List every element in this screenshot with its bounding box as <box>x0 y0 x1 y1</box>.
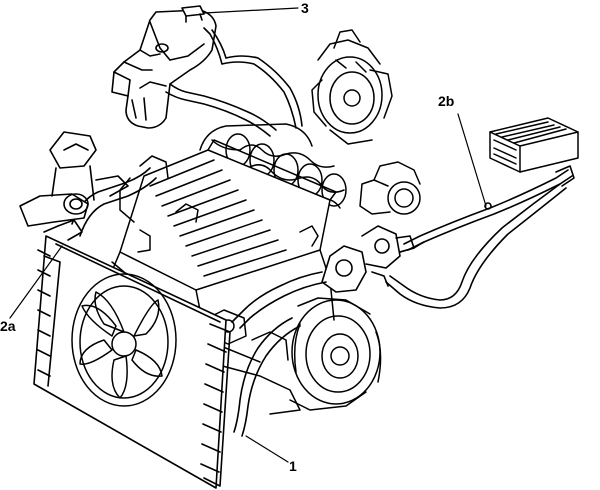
radiator-fan <box>71 273 177 407</box>
leader-line-2a <box>9 245 63 319</box>
expansion-tank <box>111 5 217 129</box>
callout-label-3: 3 <box>301 0 309 16</box>
callout-label-2a: 2a <box>0 318 16 334</box>
engine-block <box>103 123 421 415</box>
thermostat-housing <box>231 225 415 329</box>
leader-line-1 <box>245 435 289 463</box>
radiator <box>33 219 231 489</box>
callout-label-2b: 2b <box>438 93 455 109</box>
heater-hoses <box>385 165 575 309</box>
leader-line-3 <box>203 7 299 14</box>
heater-return-pipes <box>371 241 425 287</box>
crank-pulley <box>289 297 382 411</box>
leader-line-2b <box>457 113 487 207</box>
callout-label-1: 1 <box>289 458 297 474</box>
upper-radiator-hose <box>19 131 157 237</box>
lower-radiator-hose <box>233 317 301 437</box>
tank-hoses <box>165 27 303 137</box>
distributor-assembly <box>311 29 393 145</box>
heater-matrix <box>489 117 579 173</box>
